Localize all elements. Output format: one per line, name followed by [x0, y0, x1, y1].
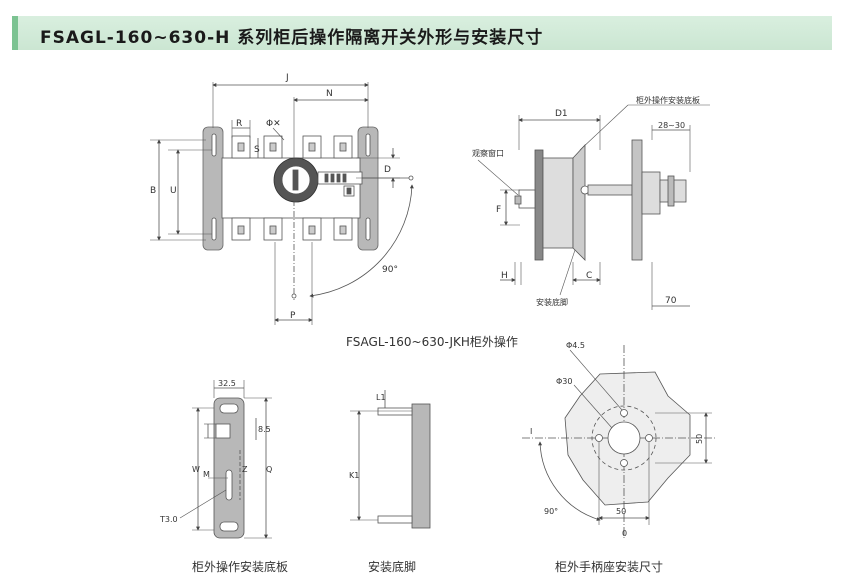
dim-8-5: 8.5: [258, 425, 271, 434]
dim-28-30: 28~30: [658, 121, 685, 130]
note-base-plate: 柜外操作安装底板: [636, 95, 700, 105]
dim-F: F: [496, 205, 501, 215]
angle-90-front: 90°: [382, 265, 398, 275]
dim-Z: Z: [242, 465, 248, 474]
note-foot: 安装底脚: [536, 297, 568, 307]
dim-W: W: [192, 465, 200, 474]
mounting-foot-drawing: [350, 390, 431, 529]
dim-C: C: [586, 271, 592, 281]
dim-70: 70: [665, 296, 677, 306]
title-bar: FSAGL-160~630-H 系列柜后操作隔离开关外形与安装尺寸: [12, 16, 832, 50]
dim-U: U: [170, 186, 177, 196]
dim-B: B: [150, 186, 156, 196]
caption-rear-operation: FSAGL-160~630-JKH柜外操作: [346, 335, 518, 349]
dim-K1: K1: [349, 471, 359, 480]
dim-T3: T3.0: [159, 515, 178, 524]
dim-phi-30: Φ30: [556, 377, 572, 386]
dim-J: J: [285, 73, 289, 83]
note-window: 观察窗口: [472, 148, 504, 158]
front-view-drawing: [150, 82, 414, 325]
base-plate-labels: 32.5 W 8.5 Z Q M T3.0: [159, 379, 272, 524]
dim-zero: 0: [622, 529, 627, 538]
caption-base-plate: 柜外操作安装底板: [192, 560, 289, 574]
side-view-labels: D1 柜外操作安装底板 28~30 观察窗口 F H C 安装底脚 70: [472, 95, 700, 307]
dim-50-horizontal: 50: [616, 507, 626, 516]
dim-Q: Q: [266, 465, 272, 474]
dim-50-vertical: 50: [695, 434, 704, 444]
base-plate-drawing: [179, 380, 272, 539]
handle-seat-labels: Φ4.5 Φ30 I 50 50 90° 0: [530, 341, 704, 538]
caption-handle-seat: 柜外手柄座安装尺寸: [555, 560, 664, 574]
dim-32-5: 32.5: [218, 379, 236, 388]
dim-D: D: [384, 165, 391, 175]
dim-D1: D1: [555, 109, 568, 119]
side-view-drawing: [477, 104, 710, 310]
handle-seat-drawing: [522, 345, 716, 540]
angle-90-handle: 90°: [544, 507, 558, 516]
dim-R: R: [236, 119, 242, 129]
caption-mounting-foot: 安装底脚: [368, 560, 417, 574]
dim-N: N: [326, 89, 333, 99]
title-accent: [12, 16, 18, 50]
page-title: FSAGL-160~630-H 系列柜后操作隔离开关外形与安装尺寸: [40, 28, 544, 48]
axis-I: I: [530, 427, 532, 436]
front-view-labels: J N R Φ✕ S D B U P 90°: [150, 73, 398, 321]
dim-S: S: [254, 145, 260, 155]
dim-L1: L1: [376, 393, 386, 402]
dim-M: M: [203, 470, 210, 479]
dim-P: P: [290, 311, 296, 321]
dim-phi-x: Φ✕: [266, 119, 281, 129]
mounting-foot-labels: L1 K1: [349, 393, 386, 480]
dim-H: H: [501, 271, 508, 281]
dim-phi-4-5: Φ4.5: [566, 341, 585, 350]
